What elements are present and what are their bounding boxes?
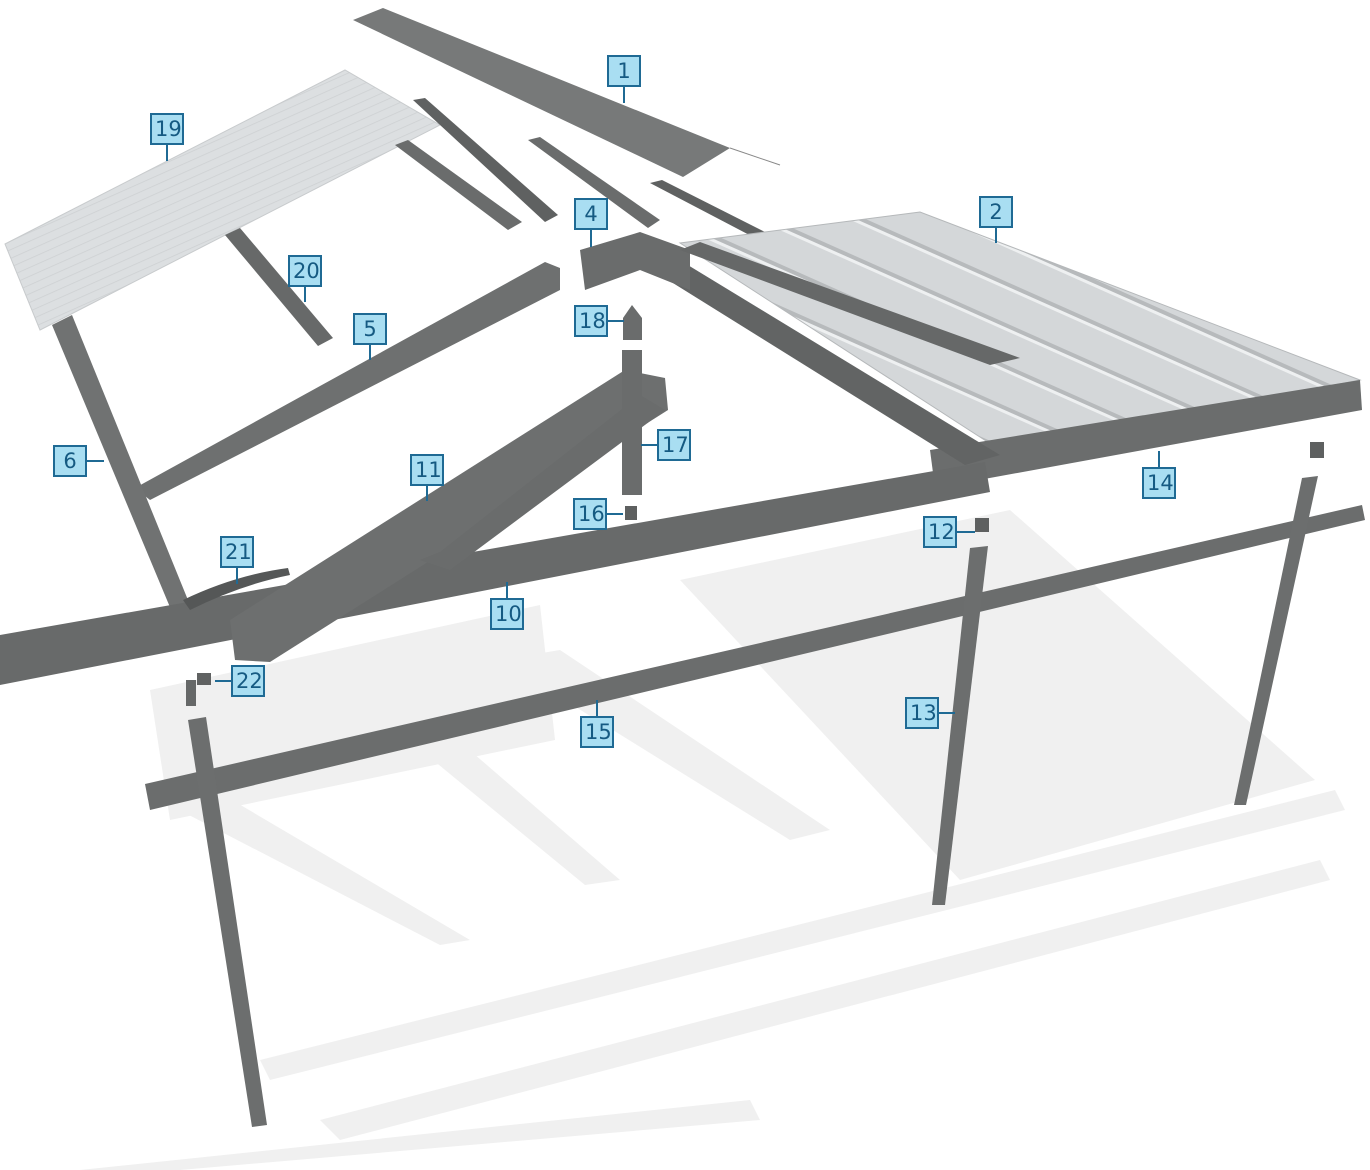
post-base-16 [625, 506, 637, 520]
post-13 [932, 546, 988, 905]
callout-19: 19 [150, 113, 184, 145]
callout-5: 5 [353, 313, 387, 345]
king-post-17 [622, 350, 642, 495]
callout-10: 10 [490, 598, 524, 630]
brace-11 [230, 370, 668, 662]
rafter-5 [135, 262, 560, 500]
callout-16: 16 [573, 498, 607, 530]
post-right-back [1234, 476, 1318, 805]
post-left-front [188, 717, 267, 1127]
ridge-connector-4 [580, 232, 690, 290]
post-6 [52, 315, 190, 612]
purlin-20 [225, 228, 333, 346]
eave-beam-14 [930, 380, 1362, 488]
callout-1: 1 [607, 55, 641, 87]
ridge-cap-1 [353, 8, 730, 177]
saddle-21 [183, 568, 290, 610]
roof-sheet-19 [4, 69, 442, 331]
callout-20: 20 [288, 255, 322, 287]
callout-15: 15 [580, 716, 614, 748]
callout-22: 22 [231, 665, 265, 697]
callout-11: 11 [410, 454, 444, 486]
clip-22 [197, 673, 211, 685]
post-cap-18 [623, 305, 642, 340]
callout-6: 6 [53, 445, 87, 477]
callout-21: 21 [220, 536, 254, 568]
callout-2: 2 [979, 196, 1013, 228]
callout-18: 18 [574, 305, 608, 337]
callout-14: 14 [1142, 467, 1176, 499]
callout-13: 13 [905, 697, 939, 729]
eave-beam-15 [145, 505, 1365, 810]
callout-12: 12 [923, 516, 957, 548]
callout-17: 17 [657, 429, 691, 461]
callout-4: 4 [574, 198, 608, 230]
